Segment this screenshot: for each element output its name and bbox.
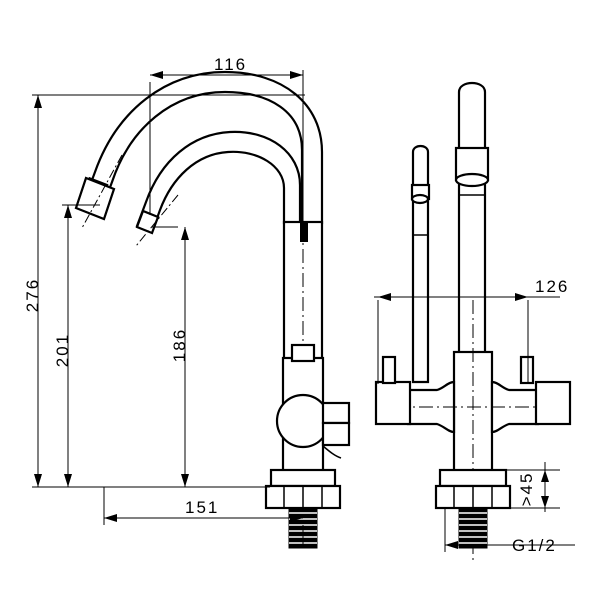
dim-label-186: 186 — [170, 328, 189, 362]
dim-label-201: 201 — [53, 333, 72, 367]
dim-label-151: 151 — [185, 498, 219, 517]
dim-base-depth: 151 — [103, 487, 304, 548]
dim-label-g12: G1/2 — [512, 536, 557, 555]
dim-label-126: 126 — [535, 277, 569, 296]
dim-spout-reach: 116 — [149, 55, 304, 228]
threaded-shank-front — [458, 507, 488, 549]
main-spout — [80, 70, 324, 225]
dim-handle-spread: 126 — [374, 277, 569, 384]
aerator-main — [74, 176, 116, 221]
mounting-nut-side — [264, 468, 342, 510]
dim-overall-height: 276 — [23, 94, 305, 488]
aerator-main-centerline — [81, 154, 123, 229]
dim-label-45: >45 — [517, 472, 536, 507]
dim-secondary-spout-height: 186 — [152, 226, 189, 487]
dim-thread-spec: G1/2 — [444, 508, 575, 555]
thin-outlet-tube — [410, 144, 431, 384]
dim-main-spout-height: 201 — [53, 204, 100, 487]
dim-label-116: 116 — [214, 55, 247, 74]
valve-body-side — [275, 343, 331, 474]
dim-thread-clearance: >45 — [500, 462, 560, 512]
handle-left — [374, 355, 412, 426]
aerator-secondary-centerline — [135, 194, 179, 247]
dim-label-276: 276 — [23, 278, 42, 312]
mounting-nut-front — [434, 468, 512, 510]
tall-outlet-tube — [454, 81, 490, 384]
secondary-spout — [135, 130, 302, 234]
handle-side-block — [321, 401, 351, 459]
handle-right — [519, 355, 572, 426]
